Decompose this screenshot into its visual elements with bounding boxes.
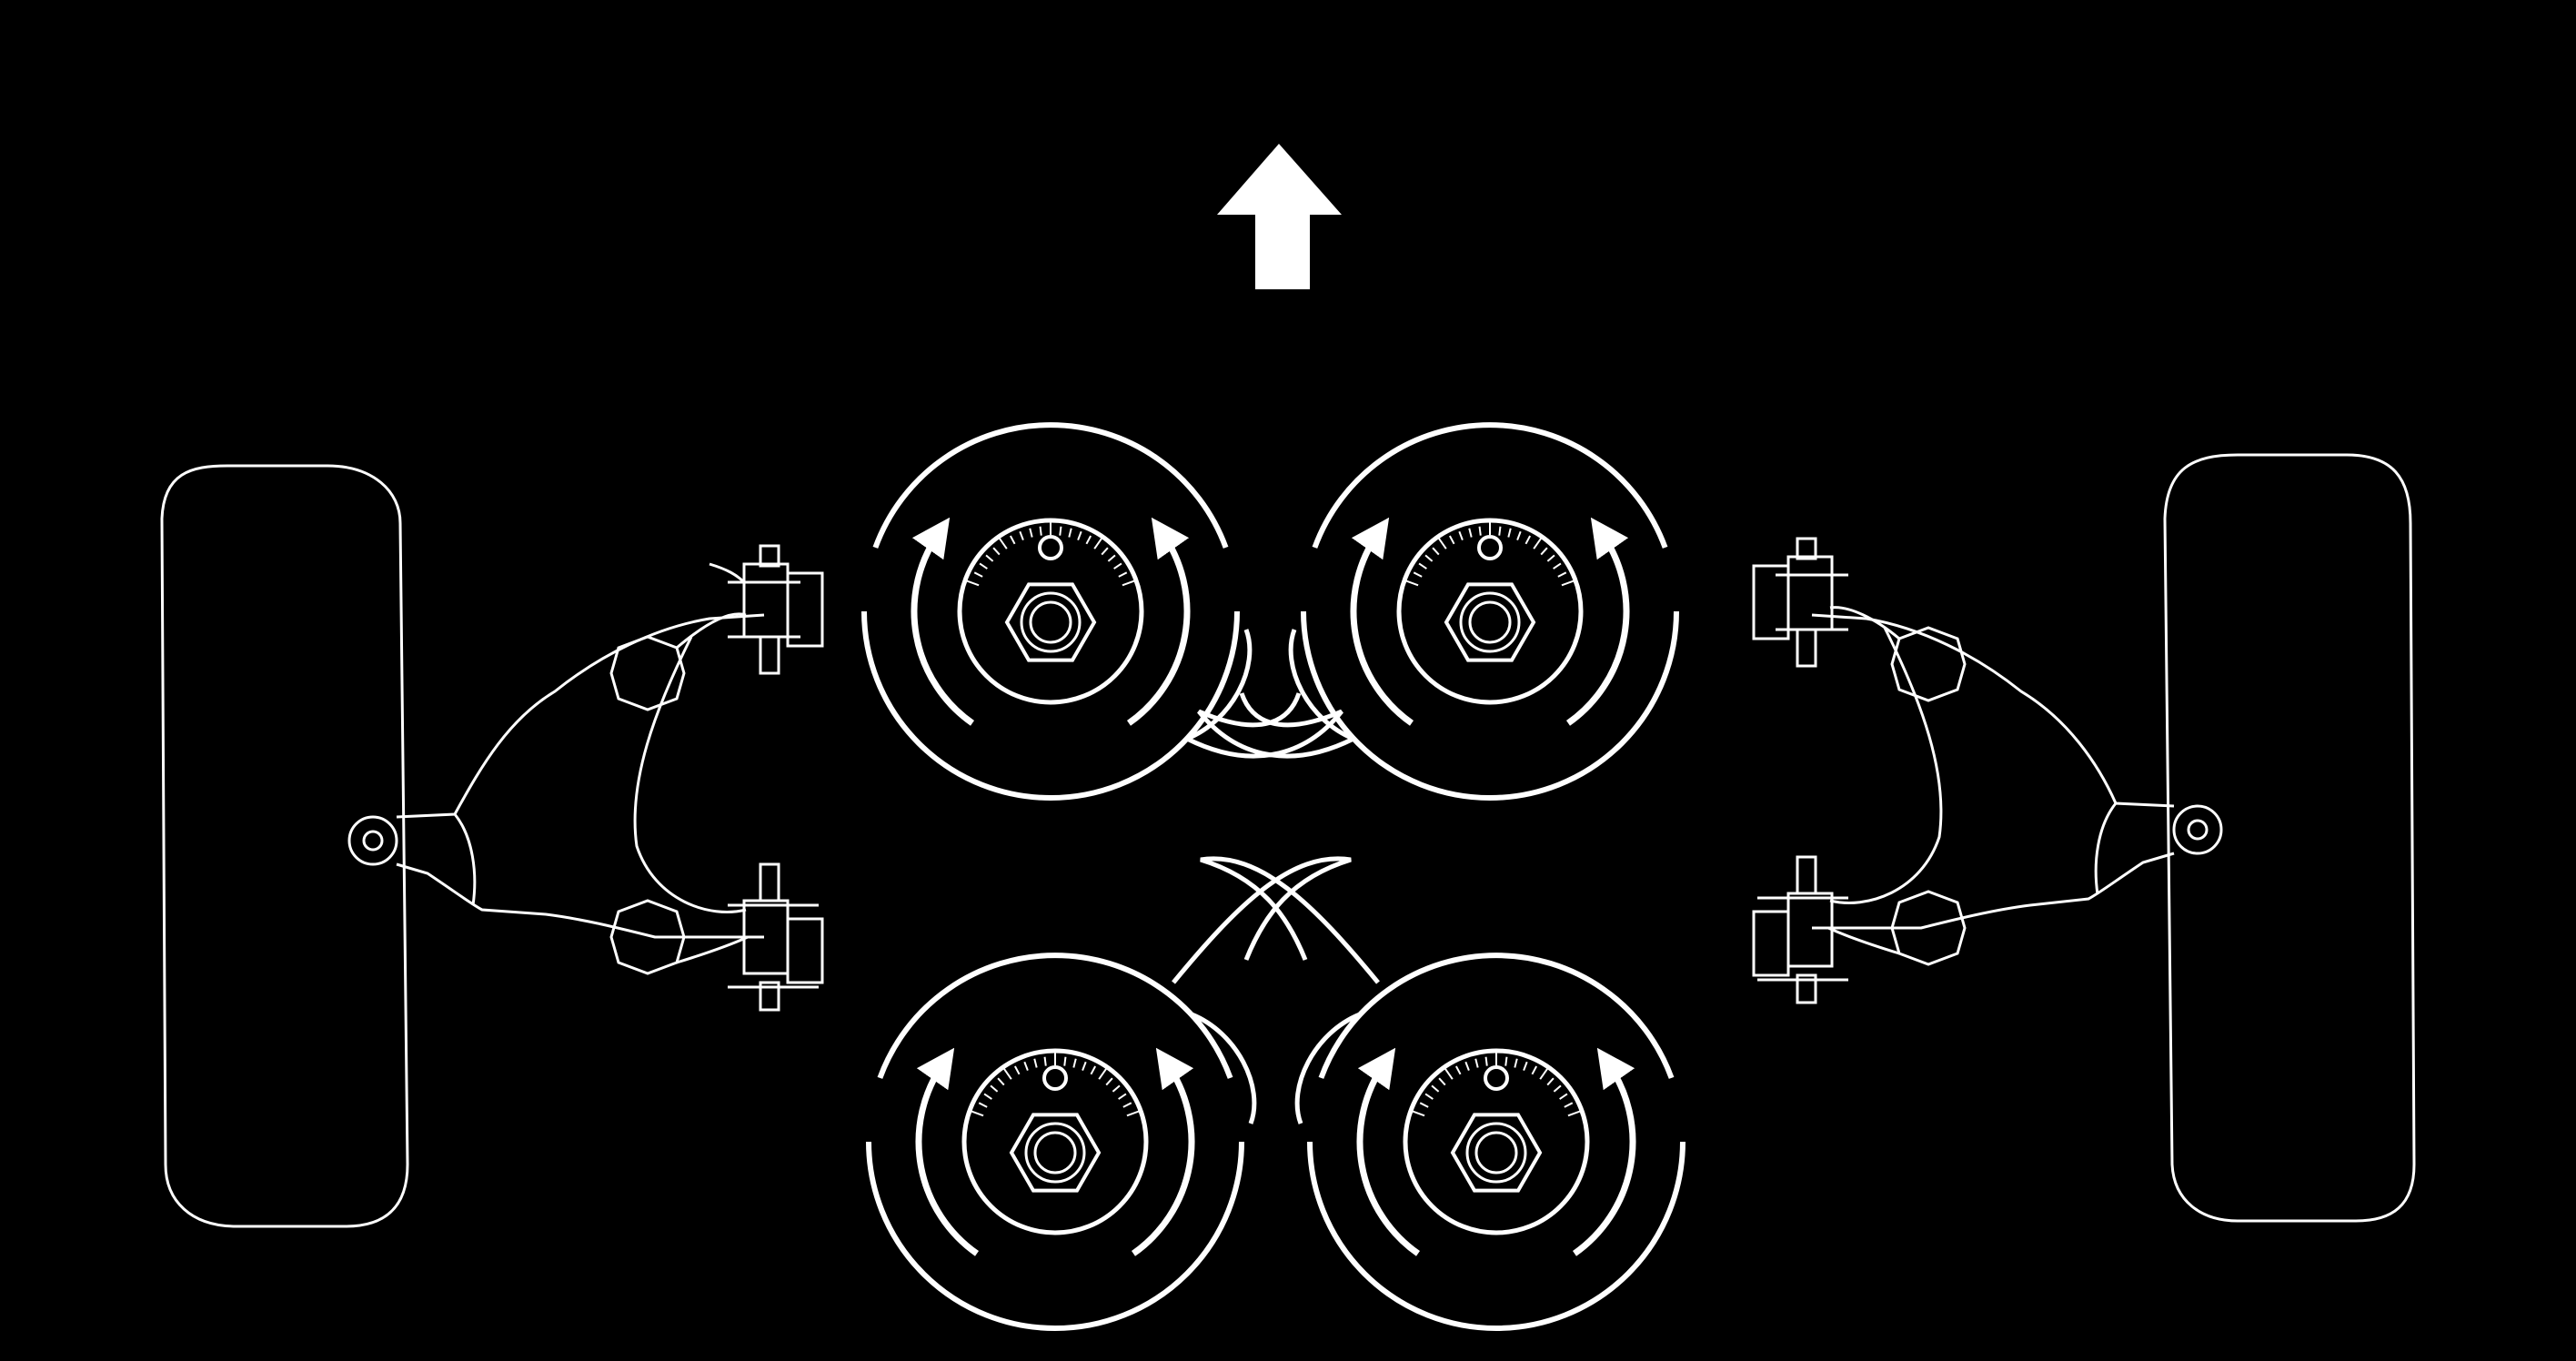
- hex-nut-icon: [1444, 582, 1536, 662]
- callout-arc-top: [1318, 953, 1675, 1079]
- adjuster-front-right: [1197, 422, 1679, 801]
- rotate-right-arrow-icon: [1572, 1047, 1636, 1256]
- rotate-right-arrow-icon: [1126, 517, 1191, 726]
- rotate-right-arrow-icon: [1565, 517, 1630, 726]
- bushing-upper-right: [1890, 626, 1967, 702]
- gauge-scale: [1404, 520, 1576, 587]
- hex-nut-icon: [1004, 582, 1097, 662]
- callout-arc-bottom: [1301, 610, 1679, 801]
- rotate-left-arrow-icon: [1356, 1047, 1421, 1256]
- rotate-left-arrow-icon: [911, 517, 975, 726]
- callout-tail: [1200, 856, 1380, 1124]
- eccentric-bolt-lower-left: [728, 862, 824, 1012]
- eccentric-bolt-upper-left: [709, 544, 824, 675]
- wheel-right: [2163, 453, 2416, 1223]
- reference-mark: [1038, 535, 1063, 560]
- gauge-scale: [969, 1051, 1142, 1117]
- callout-arc-top: [1312, 422, 1668, 549]
- knuckle-pin-right: [2172, 804, 2223, 855]
- rotate-left-arrow-icon: [1350, 517, 1414, 726]
- callout-arc-bottom: [861, 610, 1240, 801]
- rotate-right-arrow-icon: [1131, 1047, 1195, 1256]
- eccentric-bolt-lower-right: [1752, 855, 1848, 1004]
- callout-tail: [1197, 629, 1355, 759]
- hex-nut-icon: [1450, 1113, 1543, 1193]
- hex-nut-icon: [1009, 1113, 1102, 1193]
- callout-arc-bottom: [1307, 1141, 1685, 1331]
- knuckle-pin-left: [347, 815, 398, 866]
- adjuster-rear-right: [1200, 856, 1685, 1331]
- adjuster-rear-left: [866, 856, 1352, 1331]
- reference-mark: [1477, 535, 1503, 560]
- reference-mark: [1042, 1065, 1068, 1091]
- gauge-scale: [964, 520, 1137, 587]
- arrow-up-icon: [1217, 144, 1342, 289]
- gauge-scale: [1410, 1051, 1583, 1117]
- callout-arc-bottom: [866, 1141, 1244, 1331]
- eccentric-bolt-upper-right: [1752, 537, 1848, 668]
- bushing-upper-left: [609, 635, 686, 711]
- callout-arc-top: [877, 953, 1233, 1079]
- callout-arc-top: [872, 422, 1229, 549]
- wheel-left: [160, 464, 409, 1228]
- suspension-left: [347, 544, 824, 1012]
- rotate-left-arrow-icon: [915, 1047, 980, 1256]
- reference-mark: [1484, 1065, 1509, 1091]
- suspension-right: [1752, 537, 2223, 1004]
- callout-tail: [1172, 856, 1352, 1124]
